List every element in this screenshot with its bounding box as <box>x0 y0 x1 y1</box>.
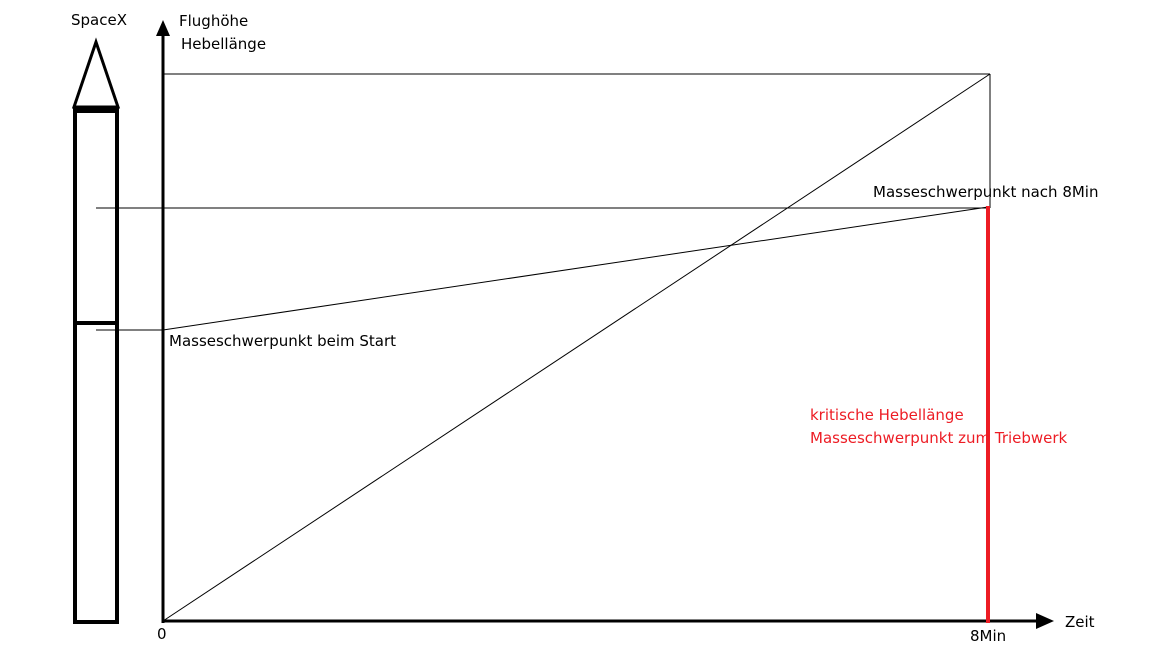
cg-8min-label: Masseschwerpunkt nach 8Min <box>873 183 1099 201</box>
y-axis-arrowhead <box>156 20 170 36</box>
x-end-label: 8Min <box>970 627 1007 645</box>
origin-label: 0 <box>157 625 167 643</box>
rocket-nose-cone <box>71 37 121 109</box>
cg-shift-line <box>162 206 989 331</box>
critical-lever-label: kritische Hebellänge <box>810 406 964 424</box>
x-axis-label: Zeit <box>1065 613 1095 631</box>
rocket-label: SpaceX <box>71 11 127 29</box>
y-axis-label-altitude: Flughöhe <box>179 12 249 30</box>
y-axis-label-lever: Hebellänge <box>181 35 267 53</box>
altitude-diagonal-line <box>162 73 991 622</box>
x-axis-arrowhead <box>1036 613 1054 629</box>
critical-lever-description: Masseschwerpunkt zum Triebwerk <box>810 429 1068 447</box>
rocket-body <box>73 108 119 624</box>
cg-start-label: Masseschwerpunkt beim Start <box>169 332 397 350</box>
